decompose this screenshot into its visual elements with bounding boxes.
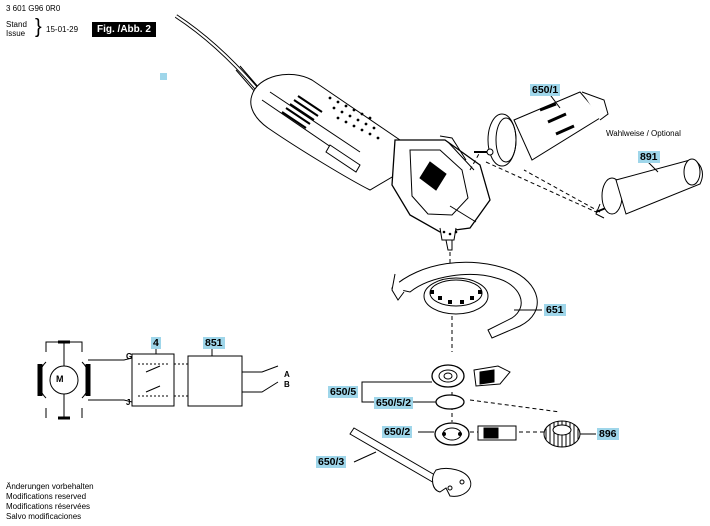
marker-square (160, 73, 167, 80)
part-label-650-5: 650/5 (328, 386, 359, 398)
part-label-891: 891 (638, 151, 660, 163)
optional-note: Wahlweise / Optional (606, 129, 681, 138)
part-label-851: 851 (203, 337, 225, 349)
clamping-nut-650-2 (434, 422, 517, 446)
part-label-650-1: 650/1 (530, 84, 561, 96)
spanner-650-3 (349, 427, 472, 497)
terminal-j-label: J (126, 398, 131, 407)
o-ring-650-5-2 (435, 394, 465, 410)
part-label-4: 4 (151, 337, 161, 349)
part-label-896: 896 (597, 428, 619, 440)
figure-label: Fig. /Abb. 2 (92, 22, 156, 37)
auxiliary-handle-891 (595, 158, 703, 219)
footer-notes: Änderungen vorbehalten Modifications res… (6, 482, 94, 522)
wiring-schematic (37, 340, 279, 420)
part-label-651: 651 (544, 304, 566, 316)
terminal-g-label: G (126, 352, 133, 361)
part-label-650-2: 650/2 (382, 426, 413, 438)
document-number: 3 601 G96 0R0 (6, 4, 61, 13)
footer-line-de: Änderungen vorbehalten (6, 482, 94, 491)
angle-grinder-body (250, 73, 491, 251)
motor-label: M (56, 374, 64, 384)
wheel-guard-651 (390, 261, 538, 339)
issue-date: 15-01-29 (46, 25, 79, 34)
quick-nut-896 (543, 420, 581, 448)
issue-label: Issue (6, 29, 26, 38)
brace-glyph: } (35, 16, 42, 38)
part-label-650-5-2: 650/5/2 (374, 397, 414, 409)
power-cord (174, 14, 267, 101)
output-b-label: B (284, 380, 290, 389)
footer-line-es: Salvo modificaciones (6, 512, 82, 521)
footer-line-en: Modifications reserved (6, 492, 87, 501)
footer-line-fr: Modifications réservées (6, 502, 91, 511)
part-label-650-3: 650/3 (316, 456, 347, 468)
auxiliary-handle-650-1 (474, 91, 609, 167)
flange-650-5 (431, 364, 511, 388)
stand-label: Stand (6, 20, 27, 29)
output-a-label: A (284, 370, 290, 379)
